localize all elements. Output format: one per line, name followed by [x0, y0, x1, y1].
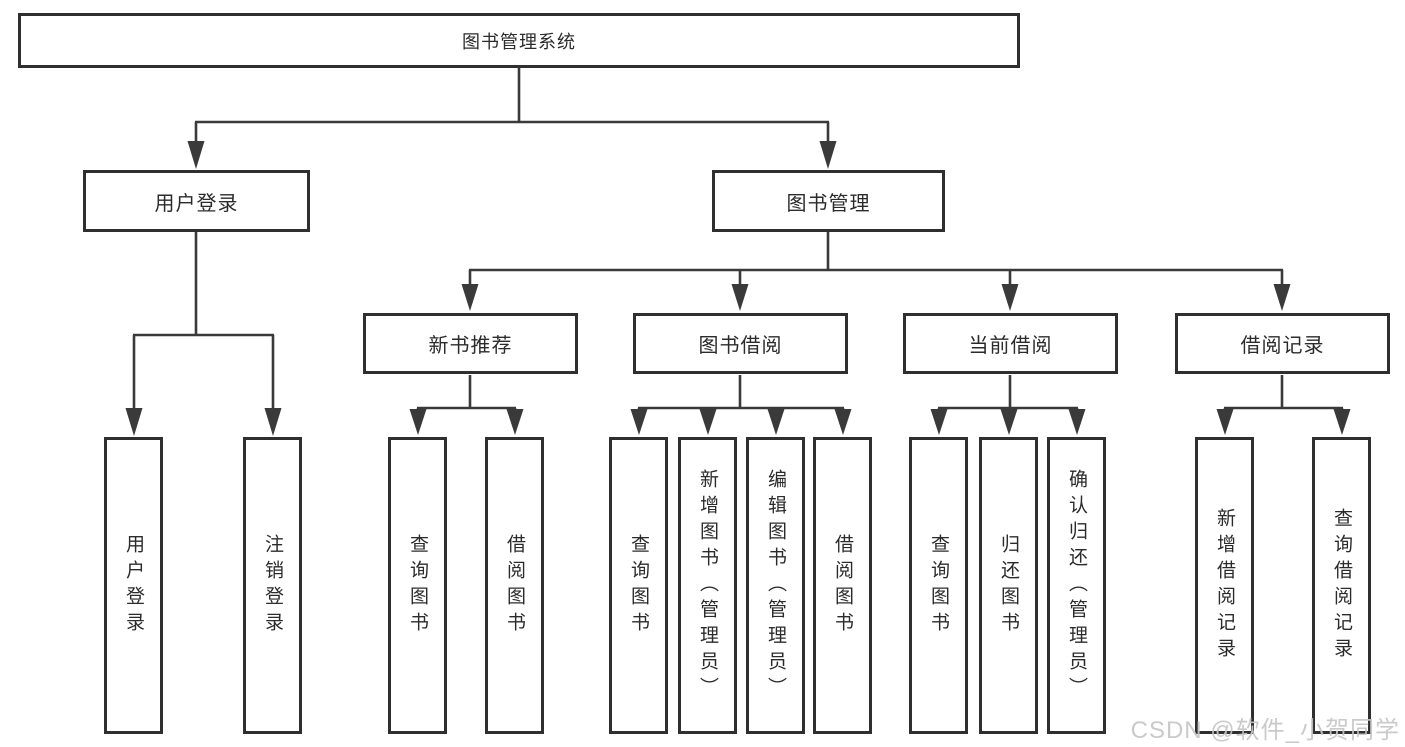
- leaf-bb-borrow-books-label: 借阅图书: [832, 533, 853, 638]
- leaf-bb-edit-book-admin: 编辑图书（管理员）: [746, 437, 805, 734]
- leaf-cb-confirm-return-admin: 确认归还（管理员）: [1047, 437, 1106, 734]
- arrowhead: [461, 284, 479, 311]
- leaf-logout: 注销登录: [243, 437, 302, 734]
- leaf-cb-query-books: 查询图书: [909, 437, 968, 734]
- arrowhead: [1333, 409, 1351, 435]
- leaf-bb-query-books-label: 查询图书: [628, 533, 649, 638]
- leaf-bb-query-books: 查询图书: [609, 437, 668, 734]
- arrowhead: [264, 408, 282, 436]
- arrowhead: [1000, 409, 1018, 435]
- node-borrowing-records-label: 借阅记录: [1240, 335, 1325, 357]
- leaf-cb-return-books: 归还图书: [979, 437, 1038, 734]
- node-root-system: 图书管理系统: [18, 13, 1020, 68]
- node-book-management-branch-label: 图书管理: [786, 192, 871, 215]
- leaf-nbr-query-books-label: 查询图书: [407, 533, 428, 638]
- arrowhead: [506, 409, 524, 435]
- leaf-br-query-borrow-record: 查询借阅记录: [1312, 437, 1371, 734]
- node-current-borrowing: 当前借阅: [903, 313, 1118, 374]
- leaf-nbr-borrow-books: 借阅图书: [485, 437, 544, 734]
- csdn-watermark: CSDN @软件_小贺同学: [1130, 717, 1400, 744]
- arrowhead: [767, 409, 785, 435]
- leaf-bb-edit-book-admin-label: 编辑图书（管理员）: [765, 468, 786, 703]
- node-user-login-branch-label: 用户登录: [154, 192, 239, 215]
- arrowhead: [1216, 409, 1234, 435]
- node-root-system-label: 图书管理系统: [462, 31, 576, 52]
- leaf-br-add-borrow-record-label: 新增借阅记录: [1214, 507, 1235, 664]
- node-new-book-recommend: 新书推荐: [363, 313, 578, 374]
- leaf-bb-add-book-admin-label: 新增图书（管理员）: [697, 468, 718, 703]
- node-borrowing-records: 借阅记录: [1175, 313, 1390, 374]
- node-user-login-branch: 用户登录: [83, 170, 310, 232]
- leaf-br-add-borrow-record: 新增借阅记录: [1195, 437, 1254, 734]
- leaf-nbr-borrow-books-label: 借阅图书: [504, 533, 525, 638]
- arrowhead: [1001, 284, 1019, 311]
- leaf-cb-return-books-label: 归还图书: [998, 533, 1019, 638]
- arrowhead: [1068, 409, 1086, 435]
- leaf-nbr-query-books: 查询图书: [388, 437, 447, 734]
- arrowhead: [1273, 284, 1291, 311]
- arrowhead: [731, 284, 749, 311]
- arrowhead: [699, 409, 717, 435]
- node-book-borrowing: 图书借阅: [633, 313, 848, 374]
- leaf-user-login-label: 用户登录: [123, 533, 144, 638]
- arrowhead: [930, 409, 948, 435]
- arrowhead: [187, 141, 205, 169]
- leaf-logout-label: 注销登录: [262, 533, 283, 638]
- leaf-user-login: 用户登录: [104, 437, 163, 734]
- leaf-br-query-borrow-record-label: 查询借阅记录: [1331, 507, 1352, 664]
- arrowhead: [819, 141, 837, 169]
- leaf-cb-confirm-return-admin-label: 确认归还（管理员）: [1066, 468, 1087, 703]
- leaf-bb-add-book-admin: 新增图书（管理员）: [678, 437, 737, 734]
- arrowhead: [630, 409, 648, 435]
- node-book-borrowing-label: 图书借阅: [698, 335, 783, 357]
- arrowhead: [834, 409, 852, 435]
- node-current-borrowing-label: 当前借阅: [968, 335, 1053, 357]
- leaf-bb-borrow-books: 借阅图书: [813, 437, 872, 734]
- arrowhead: [409, 409, 427, 435]
- node-book-management-branch: 图书管理: [712, 170, 945, 232]
- leaf-cb-query-books-label: 查询图书: [928, 533, 949, 638]
- arrowhead: [125, 408, 143, 436]
- node-new-book-recommend-label: 新书推荐: [428, 335, 513, 357]
